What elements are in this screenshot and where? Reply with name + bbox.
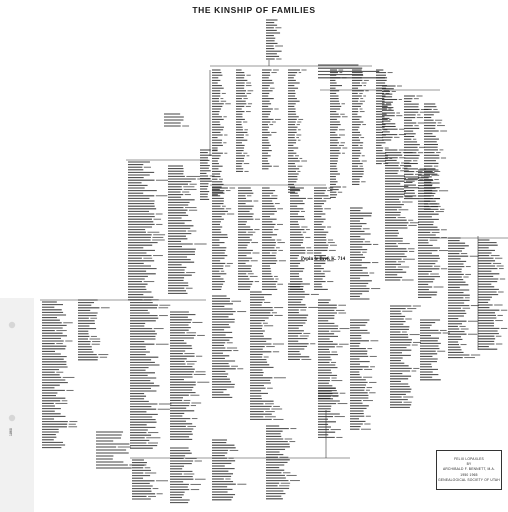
chart-title: THE KINSHIP OF FAMILIES xyxy=(192,5,316,15)
credit-box: FELIX LOPAXLES BY ARCHIBALD F. BENNETT, … xyxy=(436,450,502,490)
credit-line: BY xyxy=(466,462,472,467)
binder-gutter xyxy=(0,298,34,512)
highlighted-ancestor-name: Pepin le Bref, K. 714 xyxy=(301,257,346,262)
punch-hole xyxy=(8,321,16,329)
credit-line: ARCHIBALD F. BENNETT, M.A. xyxy=(442,467,496,472)
credit-line: 1950 1965 xyxy=(460,472,478,477)
binder-label: 1860 xyxy=(9,428,13,436)
credit-line: GENEALOGICAL SOCIETY OF UTAH xyxy=(438,477,500,482)
credit-line: FELIX LOPAXLES xyxy=(454,456,484,461)
punch-hole xyxy=(8,414,16,422)
